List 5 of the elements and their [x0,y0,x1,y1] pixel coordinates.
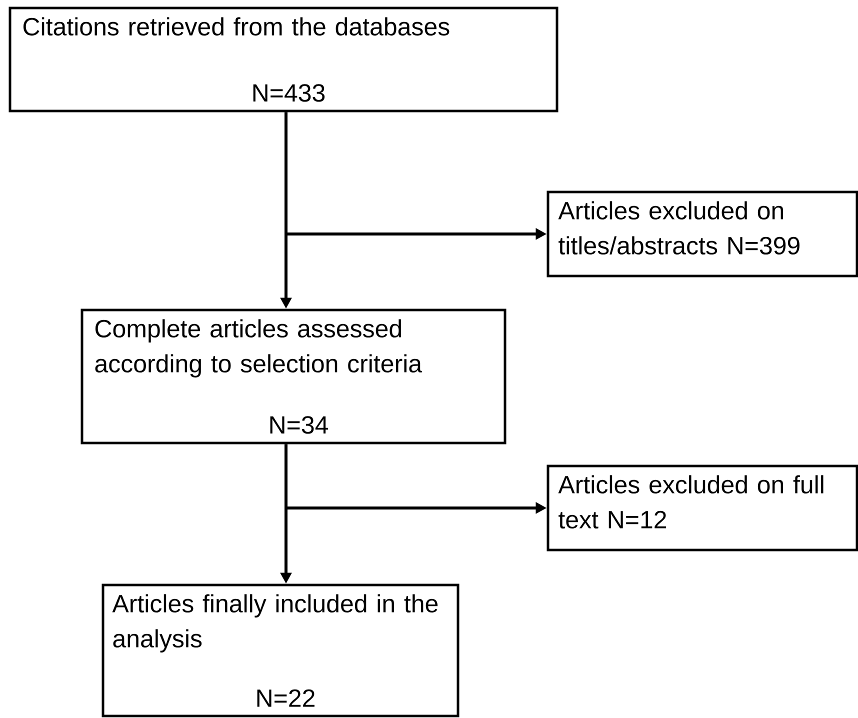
process-box: Citations retrieved from the databases N=433 [8,6,558,112]
process-box: Articles excluded on full text N=12 [546,464,858,552]
process-box: Complete articles assessed according to selection criteria N=34 [80,308,506,444]
process-box: Articles finally included in the analysis N=22 [102,584,460,718]
process-box: Articles excluded on titles/abstracts N=399 [546,190,858,278]
